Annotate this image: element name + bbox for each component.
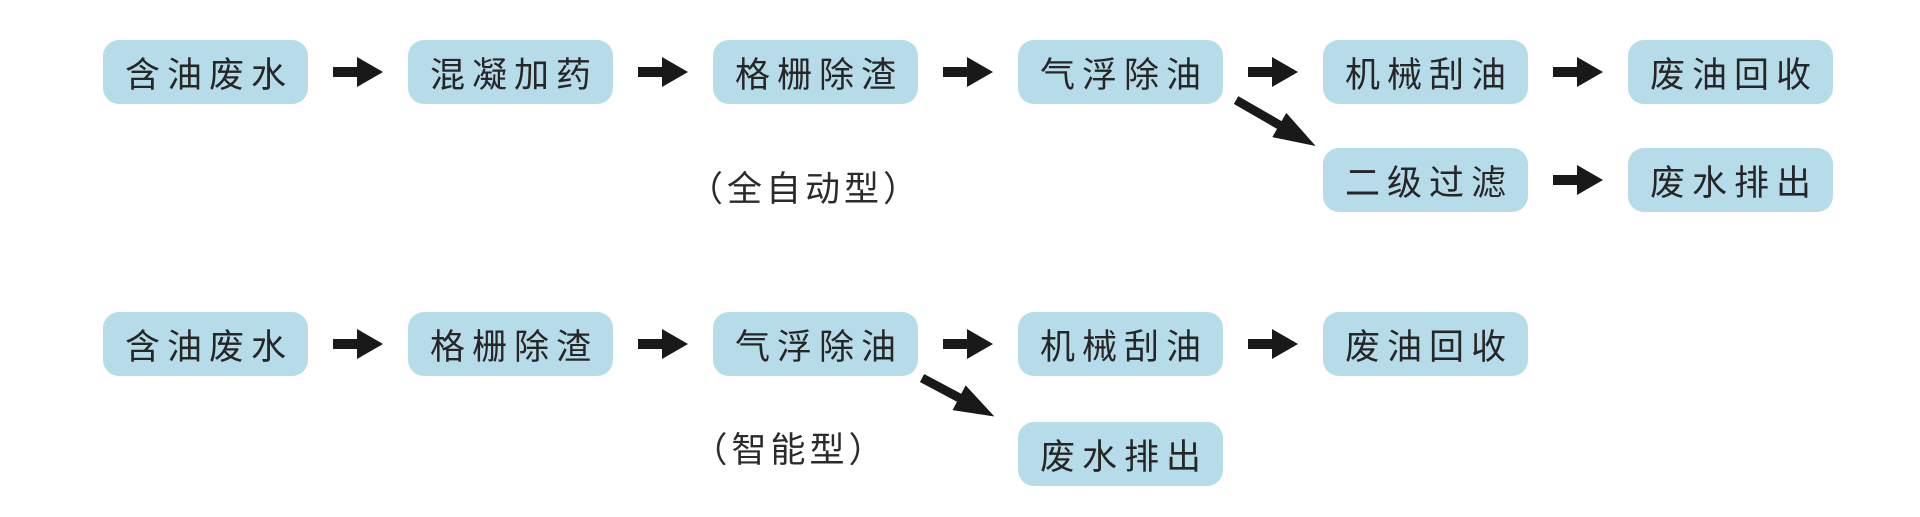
arrow-right-icon <box>1248 57 1298 87</box>
node-air-flotation-deoiling: 气浮除油 <box>1018 40 1223 104</box>
node-mechanical-oil-scraping: 机械刮油 <box>1018 312 1223 376</box>
node-wastewater-discharge: 废水排出 <box>1628 148 1833 212</box>
node-coagulation-dosing: 混凝加药 <box>408 40 613 104</box>
arrow-right-icon <box>638 329 688 359</box>
arrow-right-icon <box>1553 165 1603 195</box>
arrow-right-icon <box>1248 329 1298 359</box>
node-waste-oil-recovery: 废油回收 <box>1628 40 1833 104</box>
node-screen-deslagging: 格栅除渣 <box>408 312 613 376</box>
type-label-automatic: （全自动型） <box>688 169 923 210</box>
node-mechanical-oil-scraping: 机械刮油 <box>1323 40 1528 104</box>
arrow-right-icon <box>638 57 688 87</box>
arrow-right-icon <box>333 329 383 359</box>
arrow-right-icon <box>943 57 993 87</box>
node-air-flotation-deoiling: 气浮除油 <box>713 312 918 376</box>
arrow-diagonal-down-icon <box>919 374 995 417</box>
node-oily-wastewater: 含油废水 <box>103 40 308 104</box>
node-screen-deslagging: 格栅除渣 <box>713 40 918 104</box>
arrow-right-icon <box>943 329 993 359</box>
type-label-intelligent: （智能型） <box>692 430 888 471</box>
node-waste-oil-recovery: 废油回收 <box>1323 312 1528 376</box>
arrow-right-icon <box>333 57 383 87</box>
node-wastewater-discharge: 废水排出 <box>1018 422 1223 486</box>
node-secondary-filtration: 二级过滤 <box>1323 148 1528 212</box>
arrow-right-icon <box>1553 57 1603 87</box>
arrow-diagonal-down-icon <box>1233 96 1316 146</box>
node-oily-wastewater: 含油废水 <box>103 312 308 376</box>
